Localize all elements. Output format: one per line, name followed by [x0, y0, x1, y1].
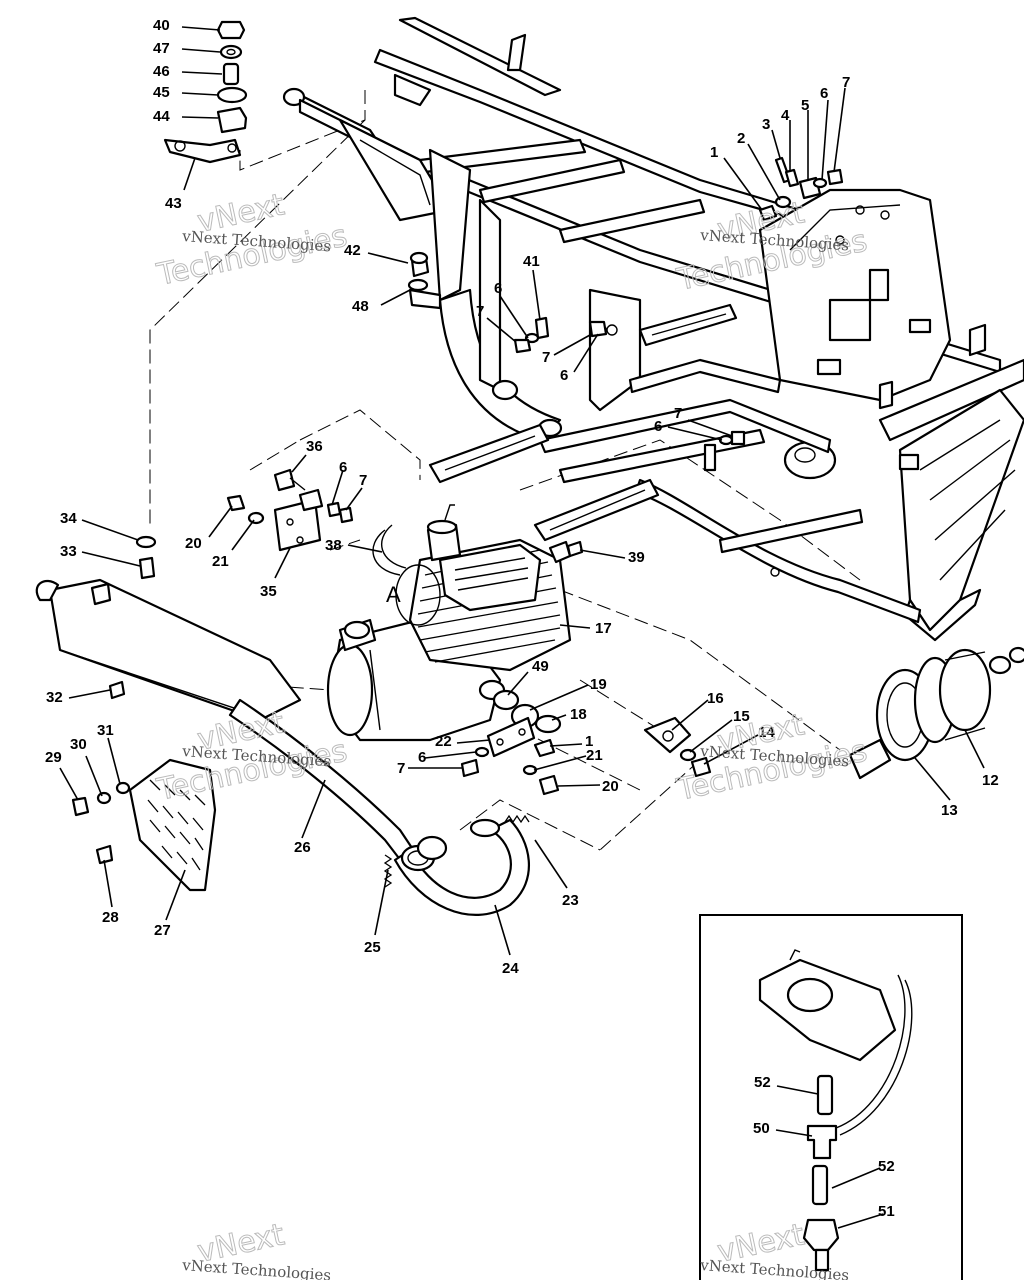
callout-30: 30: [70, 736, 87, 753]
callout-18: 18: [570, 706, 587, 723]
callout-7d: 7: [674, 405, 682, 422]
callout-27: 27: [154, 922, 171, 939]
callout-45: 45: [153, 84, 170, 101]
callout-26: 26: [294, 839, 311, 856]
callout-32: 32: [46, 689, 63, 706]
callout-19: 19: [590, 676, 607, 693]
callout-7f: 7: [397, 760, 405, 777]
inset-fuel-line-detail: [699, 914, 963, 1280]
callout-25: 25: [364, 939, 381, 956]
callout-7c: 7: [842, 74, 850, 91]
callout-21a: 21: [212, 553, 229, 570]
callout-labels: 40 47 46 45 44 43 42 48 41 6 7 7 6 1 2 3…: [45, 17, 999, 1220]
callout-7a: 7: [476, 303, 484, 320]
callout-6d: 6: [654, 418, 662, 435]
clutch-pulley-assembly: [643, 646, 1024, 780]
callout-52a: 52: [754, 1074, 771, 1091]
callout-39: 39: [628, 549, 645, 566]
callout-1a: 1: [710, 144, 718, 161]
callout-6c: 6: [820, 85, 828, 102]
callout-33: 33: [60, 543, 77, 560]
callout-52b: 52: [878, 1158, 895, 1175]
callout-6f: 6: [418, 749, 426, 766]
callout-20b: 20: [602, 778, 619, 795]
detail-letter-a: A: [386, 582, 401, 607]
watermark-small-5: vNext Technologies: [181, 1256, 332, 1280]
callout-51: 51: [878, 1203, 895, 1220]
callout-7e: 7: [359, 472, 367, 489]
callout-21b: 21: [586, 747, 603, 764]
engine-assembly: [326, 504, 584, 742]
callout-20a: 20: [185, 535, 202, 552]
frame-chassis: [282, 16, 1024, 642]
callout-46: 46: [153, 63, 170, 80]
callout-29: 29: [45, 749, 62, 766]
callout-3: 3: [762, 116, 770, 133]
callout-47: 47: [153, 40, 170, 57]
callout-14: 14: [758, 724, 775, 741]
callout-28: 28: [102, 909, 119, 926]
callout-49: 49: [532, 658, 549, 675]
callout-2: 2: [737, 130, 745, 147]
callout-36: 36: [306, 438, 323, 455]
callout-4: 4: [781, 107, 790, 124]
callout-6b: 6: [560, 367, 568, 384]
callout-23: 23: [562, 892, 579, 909]
callout-31: 31: [97, 722, 114, 739]
callout-1b: 1: [585, 733, 593, 750]
exhaust-flange-parts: [460, 689, 562, 796]
callout-15: 15: [733, 708, 750, 725]
callout-7b: 7: [542, 349, 550, 366]
heat-shield-27: [71, 758, 217, 892]
engine-bracket-35: [226, 468, 354, 552]
callout-35: 35: [260, 583, 277, 600]
callout-38: 38: [325, 537, 342, 554]
callout-6a: 6: [494, 280, 502, 297]
callout-50: 50: [753, 1120, 770, 1137]
callout-48: 48: [352, 298, 369, 315]
exhaust-system: [35, 535, 531, 916]
callout-12: 12: [982, 772, 999, 789]
callout-34: 34: [60, 510, 77, 527]
callout-42: 42: [344, 242, 361, 259]
callout-6e: 6: [339, 459, 347, 476]
callout-41: 41: [523, 253, 540, 270]
frame-fasteners: [407, 156, 844, 446]
callout-22: 22: [435, 733, 452, 750]
callout-16: 16: [707, 690, 724, 707]
callout-17: 17: [595, 620, 612, 637]
callout-5: 5: [801, 97, 809, 114]
callout-24: 24: [502, 960, 519, 977]
leader-lines: [59, 26, 985, 1229]
callout-43: 43: [165, 195, 182, 212]
mount-hardware-stack: [163, 20, 248, 164]
callout-13: 13: [941, 802, 958, 819]
callout-44: 44: [153, 108, 170, 125]
callout-40: 40: [153, 17, 170, 34]
